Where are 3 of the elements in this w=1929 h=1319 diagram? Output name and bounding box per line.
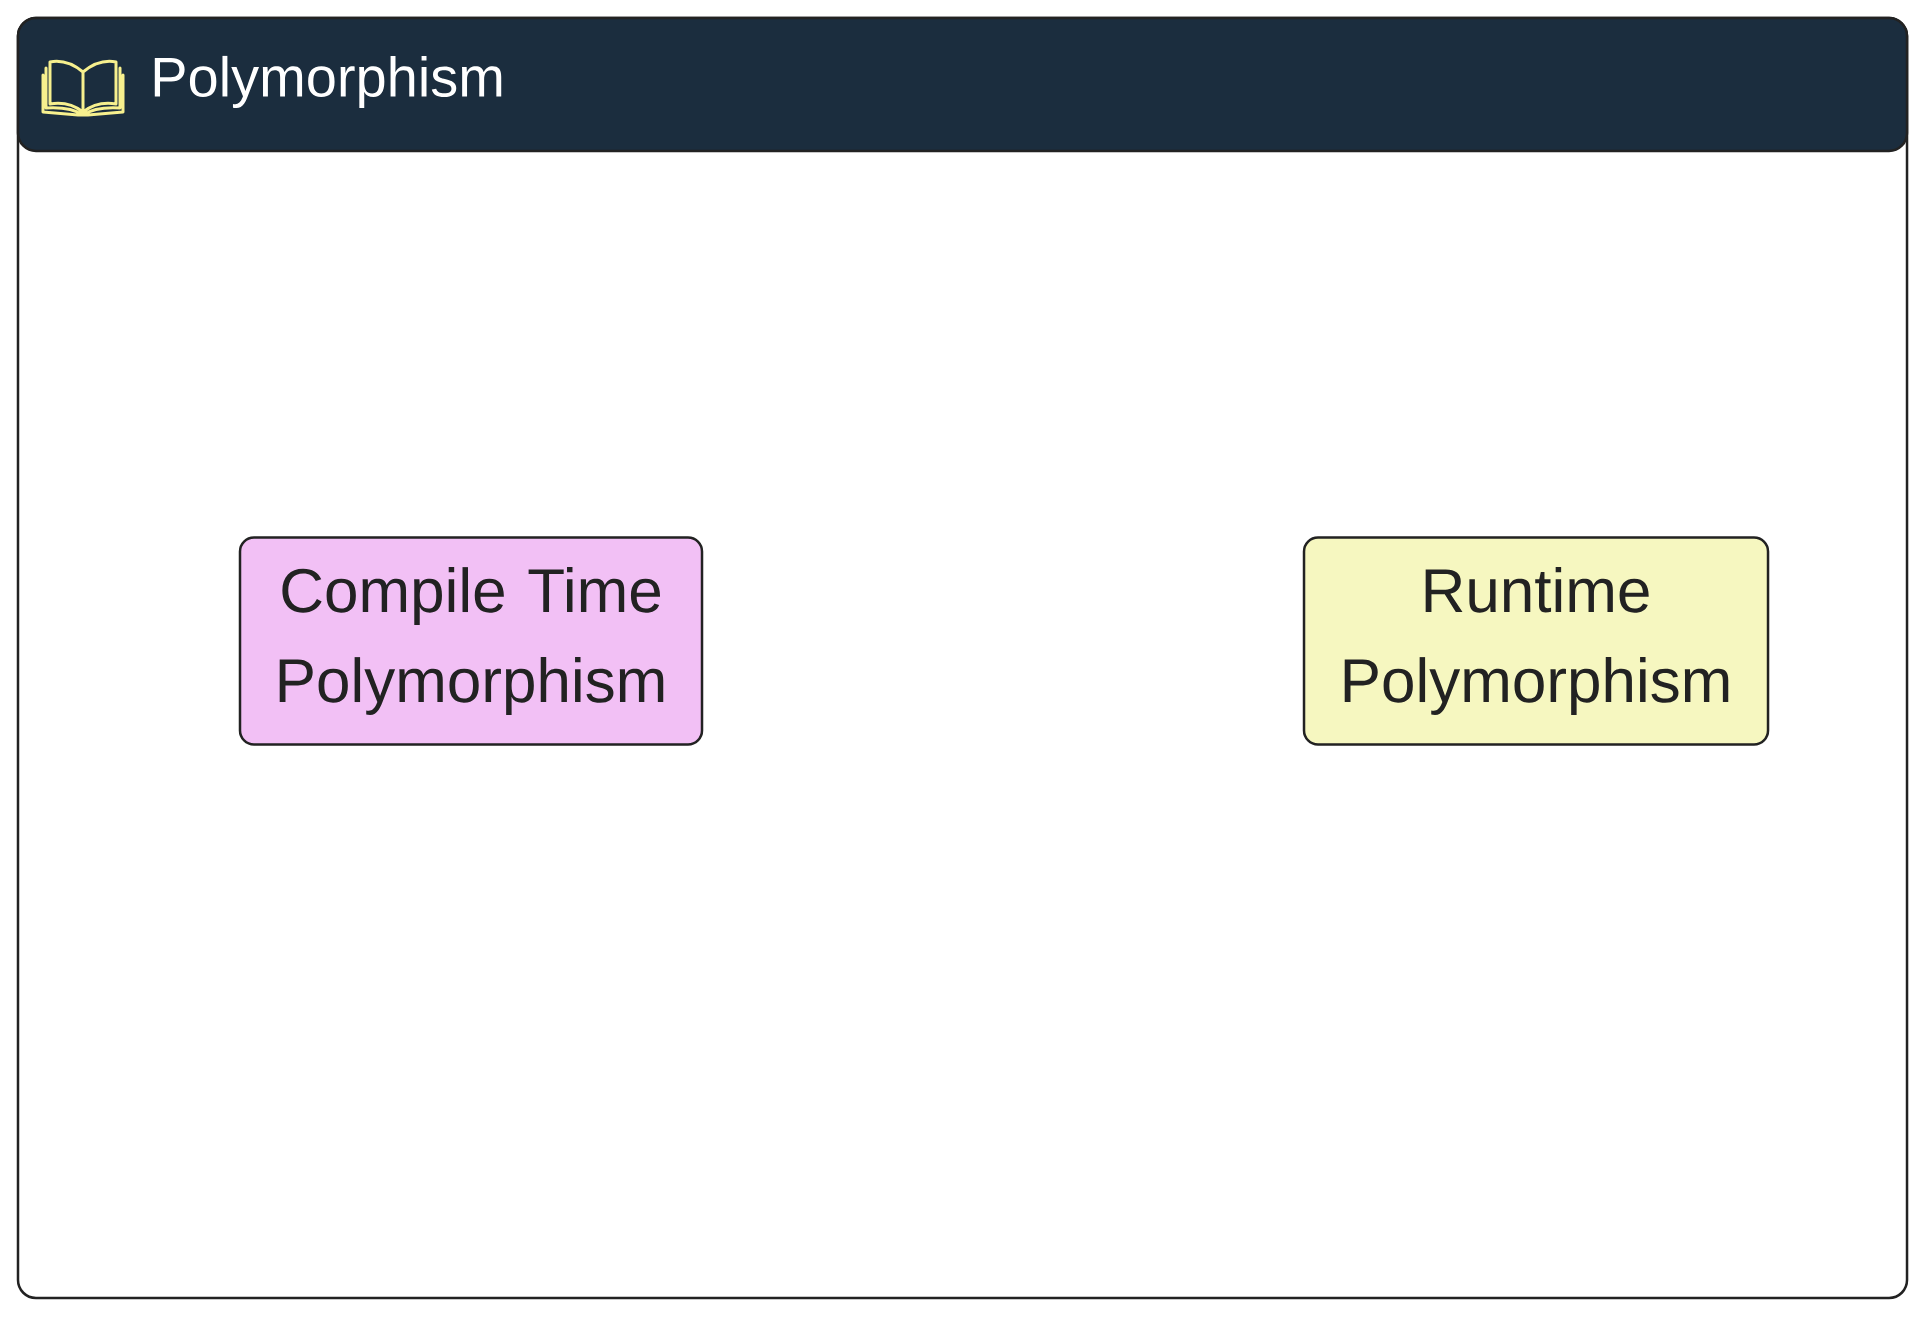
header-bar: Polymorphism: [16, 16, 1909, 153]
concept-box: Runtime Polymorphism: [1302, 536, 1770, 746]
concept-box: Compile Time Polymorphism: [238, 536, 704, 746]
